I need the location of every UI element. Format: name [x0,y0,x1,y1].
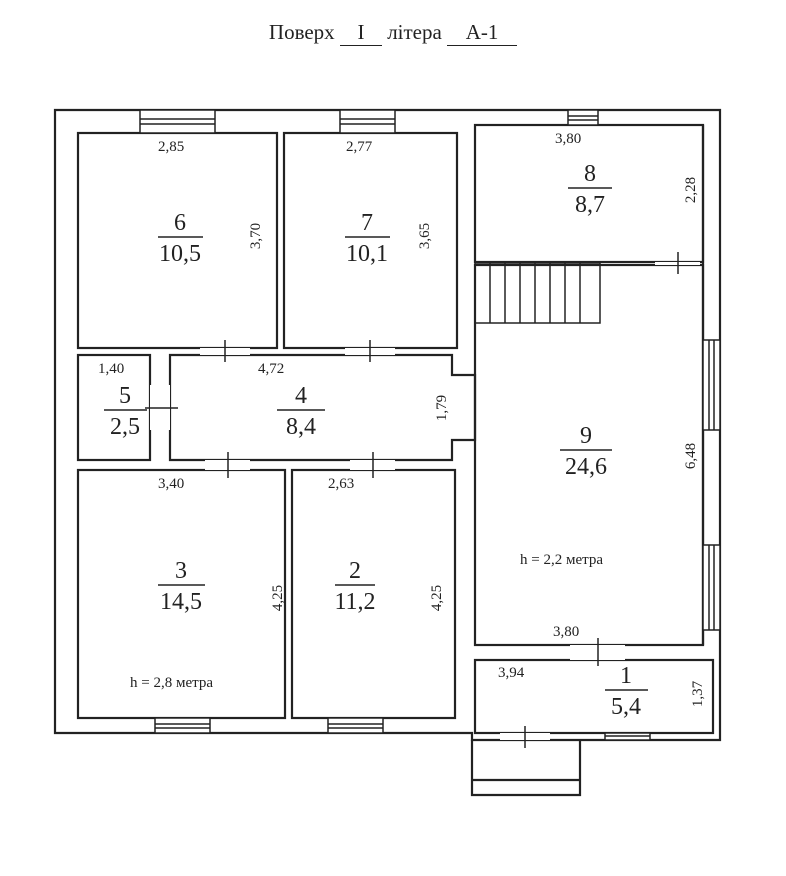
door [145,385,178,430]
letter-label: літера [387,20,442,44]
room-area: 14,5 [160,589,202,615]
window [327,717,384,734]
window [604,732,651,741]
door [205,452,250,478]
dimension: 2,77 [346,139,373,155]
door [350,452,395,478]
window [702,544,721,631]
room-number: 4 [295,383,307,409]
title: Поверх I літера А-1 [0,20,786,46]
ceiling-height-right: h = 2,2 метра [520,552,604,568]
dimension: 4,72 [258,361,285,377]
dimension: 4,25 [429,584,446,612]
door [500,726,550,748]
room-area: 5,4 [611,694,641,720]
dimension: 2,63 [328,476,355,492]
porch [470,740,582,797]
room-number: 3 [175,558,187,584]
dimension: 2,28 [683,176,700,204]
dimension: 3,80 [553,624,580,640]
door [655,252,700,274]
dimension: 4,25 [270,584,287,612]
room-number: 7 [361,210,373,236]
stairs [474,262,601,324]
room-area: 8,4 [286,414,316,440]
door [200,340,250,362]
door [345,340,395,362]
dimension: 1,79 [434,394,451,422]
floor-value: I [339,20,382,46]
room-number: 2 [349,558,361,584]
window [567,109,599,126]
room-area: 24,6 [565,454,607,480]
room-area: 10,5 [159,241,201,267]
window [154,717,211,734]
room-number: 8 [584,161,596,187]
window [139,109,216,134]
room-area: 11,2 [334,589,376,615]
dimension: 3,94 [498,665,525,681]
dimension: 3,70 [248,222,265,250]
room-number: 6 [174,210,186,236]
dimension: 2,85 [158,139,185,155]
room-number: 1 [620,663,632,689]
room-area: 2,5 [110,414,140,440]
room-area: 10,1 [346,241,388,267]
dimension: 1,37 [690,680,707,708]
dimension: 1,40 [98,361,125,377]
dimension: 3,80 [555,131,582,147]
window [702,339,721,431]
room-number: 9 [580,423,592,449]
floor-label: Поверх [268,20,335,44]
window [339,109,396,134]
room-area: 8,7 [575,192,605,218]
ceiling-height-left: h = 2,8 метра [130,675,214,691]
door [570,638,625,666]
letter-value: А-1 [447,20,518,46]
dimension: 6,48 [683,442,700,470]
room-number: 5 [119,383,131,409]
dimension: 3,40 [158,476,185,492]
dimension: 3,65 [417,222,434,250]
